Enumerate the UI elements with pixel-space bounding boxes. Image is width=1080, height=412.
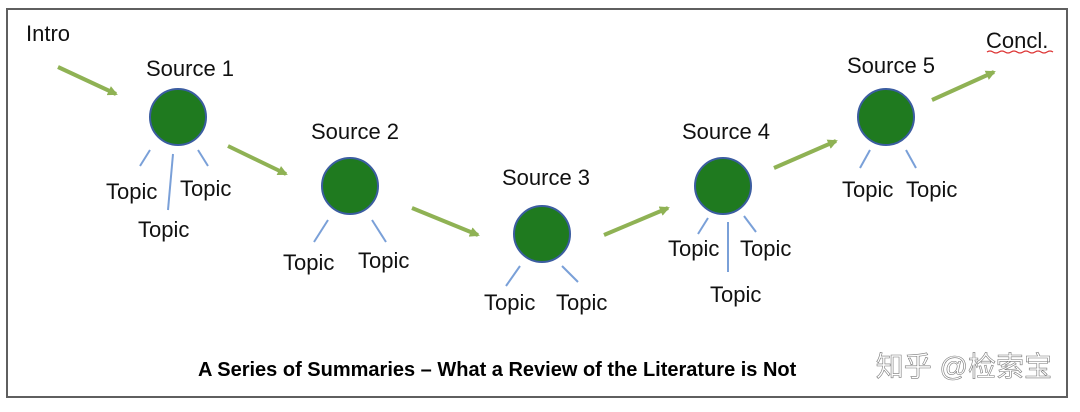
- arrow-source-5-to-conclusion: [931, 70, 996, 102]
- source-5-topic-2: Topic: [906, 177, 957, 202]
- source-5-topic-line-right: [905, 149, 917, 169]
- source-1-topic-line-left: [139, 149, 151, 167]
- source-2-label: Source 2: [311, 119, 399, 144]
- source-2-topic-line-left: [313, 219, 329, 243]
- source-3-topic-1: Topic: [484, 290, 535, 315]
- source-4-topic-1: Topic: [668, 236, 719, 261]
- intro-label: Intro: [26, 21, 70, 46]
- source-4-topic-line-right: [743, 215, 757, 233]
- source-4-group: Source 4 Topic Topic Topic: [668, 119, 791, 307]
- arrow-source-1-to-source-2: [227, 144, 288, 176]
- conclusion-label: Concl.: [986, 28, 1048, 53]
- source-2-topic-2: Topic: [358, 248, 409, 273]
- source-5-topic-1: Topic: [842, 177, 893, 202]
- source-1-topic-line-bottom: [167, 153, 174, 211]
- diagram-caption: A Series of Summaries – What a Review of…: [198, 359, 797, 381]
- source-4-topic-2: Topic: [740, 236, 791, 261]
- source-5-topic-line-left: [859, 149, 871, 169]
- source-1-topic-3: Topic: [138, 217, 189, 242]
- conclusion-squiggle: [986, 50, 1054, 54]
- source-4-topic-3: Topic: [710, 282, 761, 307]
- source-1-group: Source 1 Topic Topic Topic: [106, 56, 234, 242]
- source-4-node: [694, 157, 752, 215]
- source-5-node: [857, 88, 915, 146]
- source-1-node: [149, 88, 207, 146]
- source-5-group: Source 5 Topic Topic: [842, 53, 957, 202]
- watermark: 知乎 @检索宝: [876, 351, 1052, 382]
- source-2-node: [321, 157, 379, 215]
- diagram-frame: [6, 8, 1068, 398]
- source-1-topic-1: Topic: [106, 179, 157, 204]
- source-1-topic-2: Topic: [180, 176, 231, 201]
- source-2-group: Source 2 Topic Topic: [283, 119, 409, 275]
- flow-arrows: [57, 65, 996, 237]
- source-3-node: [513, 205, 571, 263]
- source-3-topic-line-left: [505, 265, 521, 287]
- arrow-source-2-to-source-3: [411, 206, 480, 237]
- source-3-topic-line-right: [561, 265, 579, 283]
- source-3-topic-2: Topic: [556, 290, 607, 315]
- arrow-intro-to-source-1: [57, 65, 118, 96]
- arrow-source-3-to-source-4: [603, 206, 670, 237]
- source-4-label: Source 4: [682, 119, 770, 144]
- source-2-topic-1: Topic: [283, 250, 334, 275]
- source-1-label: Source 1: [146, 56, 234, 81]
- source-3-label: Source 3: [502, 165, 590, 190]
- source-5-label: Source 5: [847, 53, 935, 78]
- arrow-source-4-to-source-5: [773, 139, 838, 170]
- source-1-topic-line-right: [197, 149, 209, 167]
- source-2-topic-line-right: [371, 219, 387, 243]
- source-3-group: Source 3 Topic Topic: [484, 165, 607, 315]
- source-4-topic-line-left: [697, 217, 709, 235]
